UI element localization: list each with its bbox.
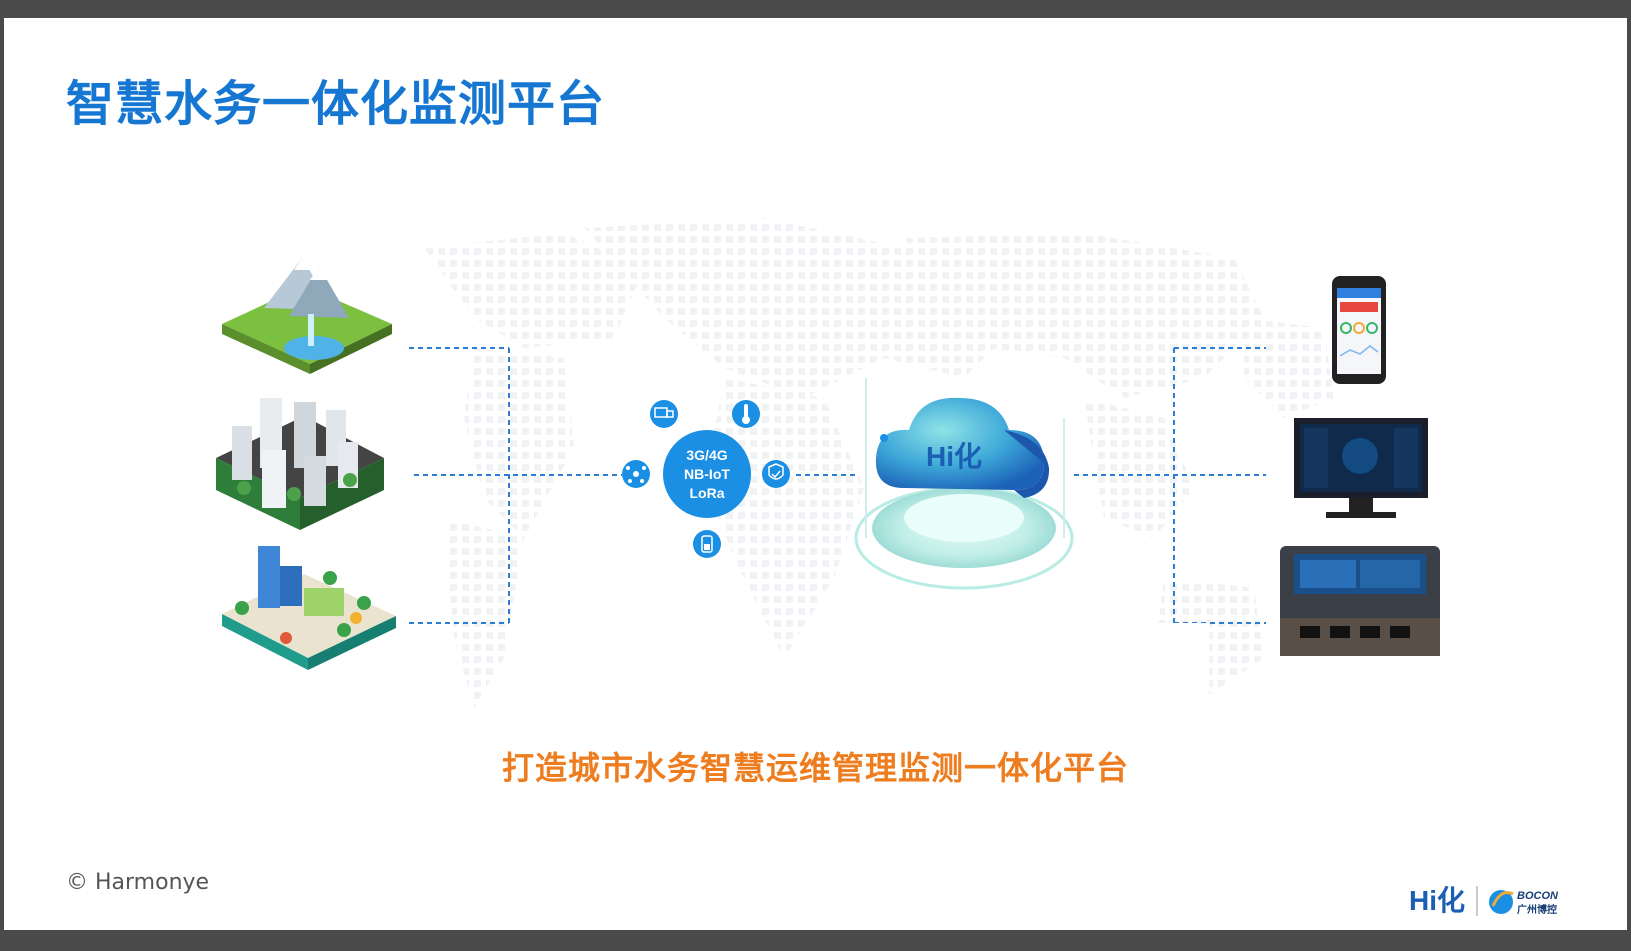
battery-icon: [693, 530, 721, 558]
world-map-background: [424, 218, 1334, 708]
thermometer-icon: [732, 400, 760, 428]
hub-label-nbiot: NB-IoT: [684, 466, 730, 482]
svg-text:BOCON: BOCON: [1517, 890, 1559, 902]
mobile-phone-output-icon: [1332, 276, 1386, 384]
page-title: 智慧水务一体化监测平台: [66, 76, 606, 132]
hub-label-3g4g: 3G/4G: [686, 447, 727, 463]
monitor-output-icon: [1294, 418, 1428, 518]
shield-check-icon: [762, 460, 790, 488]
slogan: 打造城市水务智慧运维管理监测一体化平台: [501, 749, 1129, 787]
cloud-logo: Hi化: [926, 441, 982, 472]
slide: 智慧水务一体化监测平台: [4, 18, 1627, 930]
mountain-water-source-icon: [222, 258, 392, 374]
network-hub: 3G/4G NB-IoT LoRa: [622, 400, 790, 558]
cloud-platform-icon: Hi化: [854, 378, 1074, 590]
bocon-logo: BOCON 广州博控: [1489, 890, 1559, 916]
network-nodes-icon: [622, 460, 650, 488]
truck-icon: [650, 400, 678, 428]
blank-panel: [884, 623, 1209, 711]
city-buildings-source-icon: [216, 398, 384, 530]
left-connectors: [409, 347, 856, 624]
svg-text:广州博控: 广州博控: [1517, 903, 1557, 916]
footer-logos: Hi化 BOCON 广州博控: [1409, 885, 1559, 916]
right-connectors: [1074, 347, 1266, 624]
urban-park-source-icon: [222, 546, 396, 670]
hi-logo: Hi化: [1409, 885, 1465, 916]
control-room-output-icon: [1280, 546, 1440, 656]
copyright-text: © Harmonye: [66, 870, 210, 895]
architecture-diagram: 3G/4G NB-IoT LoRa: [216, 218, 1440, 708]
svg-text:Hi化: Hi化: [1409, 885, 1465, 916]
hub-label-lora: LoRa: [690, 485, 725, 501]
